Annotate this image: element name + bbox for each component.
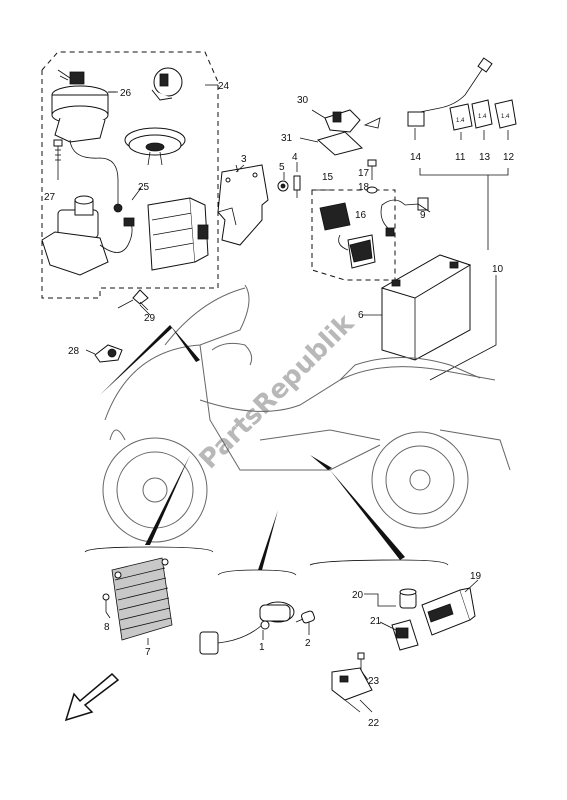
label-18: 18 <box>358 182 370 193</box>
seat-lock-actuator <box>41 195 135 276</box>
part-20 <box>364 588 417 609</box>
holder-21 <box>391 619 419 651</box>
label-16: 16 <box>355 210 367 221</box>
bolt-2 <box>295 610 316 624</box>
label-25: 25 <box>138 182 150 193</box>
label-12: 12 <box>503 152 515 163</box>
label-23: 23 <box>368 676 380 687</box>
label-13: 13 <box>479 152 491 163</box>
label-7: 7 <box>145 647 151 658</box>
relay-19 <box>421 587 476 636</box>
callout-wedges <box>100 325 405 570</box>
bolt-17-18 <box>366 159 378 194</box>
label-10: 10 <box>492 264 504 275</box>
sub-group-brackets <box>84 546 449 576</box>
leader-lines <box>57 91 479 713</box>
fuse-leader-lines <box>414 128 509 381</box>
label-2: 2 <box>305 638 311 649</box>
key-cylinder-cap <box>151 67 183 101</box>
bolt-28 <box>85 344 123 363</box>
ecu-unit <box>147 197 209 271</box>
label-27: 27 <box>44 192 56 203</box>
label-19: 19 <box>470 571 482 582</box>
front-direction-arrow <box>64 672 120 722</box>
fuse-label-c: 1.4 <box>501 114 510 120</box>
label-29: 29 <box>144 313 156 324</box>
group-24-dashed-box <box>41 51 219 299</box>
label-9: 9 <box>420 210 426 221</box>
fuse-harness: 1.4 1.4 1.4 <box>407 57 517 131</box>
bolt-29 <box>117 289 151 316</box>
part-labels: 26 24 27 25 3 5 4 30 31 14 11 13 12 15 1… <box>44 81 515 729</box>
label-6: 6 <box>358 310 364 321</box>
label-8: 8 <box>104 622 110 633</box>
ignition-switch <box>51 69 123 213</box>
cable-9 <box>380 197 429 237</box>
battery-6 <box>380 254 472 361</box>
screw-nut-4-5 <box>277 162 301 198</box>
label-22: 22 <box>368 718 380 729</box>
label-3: 3 <box>241 154 247 165</box>
bolt-8 <box>102 593 110 612</box>
screw-27 <box>53 139 63 170</box>
label-11: 11 <box>455 152 466 163</box>
label-30: 30 <box>297 95 309 106</box>
relay-bracket-30-31 <box>299 109 381 156</box>
label-5: 5 <box>279 162 285 173</box>
label-31: 31 <box>281 133 293 144</box>
label-21: 21 <box>370 616 382 627</box>
fuse-label-a: 1.4 <box>456 118 465 124</box>
label-1: 1 <box>259 642 265 653</box>
label-24: 24 <box>218 81 230 92</box>
label-17: 17 <box>358 168 370 179</box>
watermark: PartsRepublik <box>194 308 361 475</box>
sensor-1 <box>199 601 295 655</box>
group-15-dashed-box <box>311 189 396 281</box>
lock-ring <box>124 127 186 166</box>
rectifier-7 <box>111 557 173 641</box>
label-14: 14 <box>410 152 422 163</box>
label-4: 4 <box>292 152 298 163</box>
label-20: 20 <box>352 590 364 601</box>
label-28: 28 <box>68 346 80 357</box>
relay-16 <box>319 202 376 269</box>
bracket-3 <box>217 164 269 246</box>
fuse-label-b: 1.4 <box>478 114 487 120</box>
label-26: 26 <box>120 88 132 99</box>
label-15: 15 <box>322 172 334 183</box>
sensor-22 <box>331 667 373 713</box>
